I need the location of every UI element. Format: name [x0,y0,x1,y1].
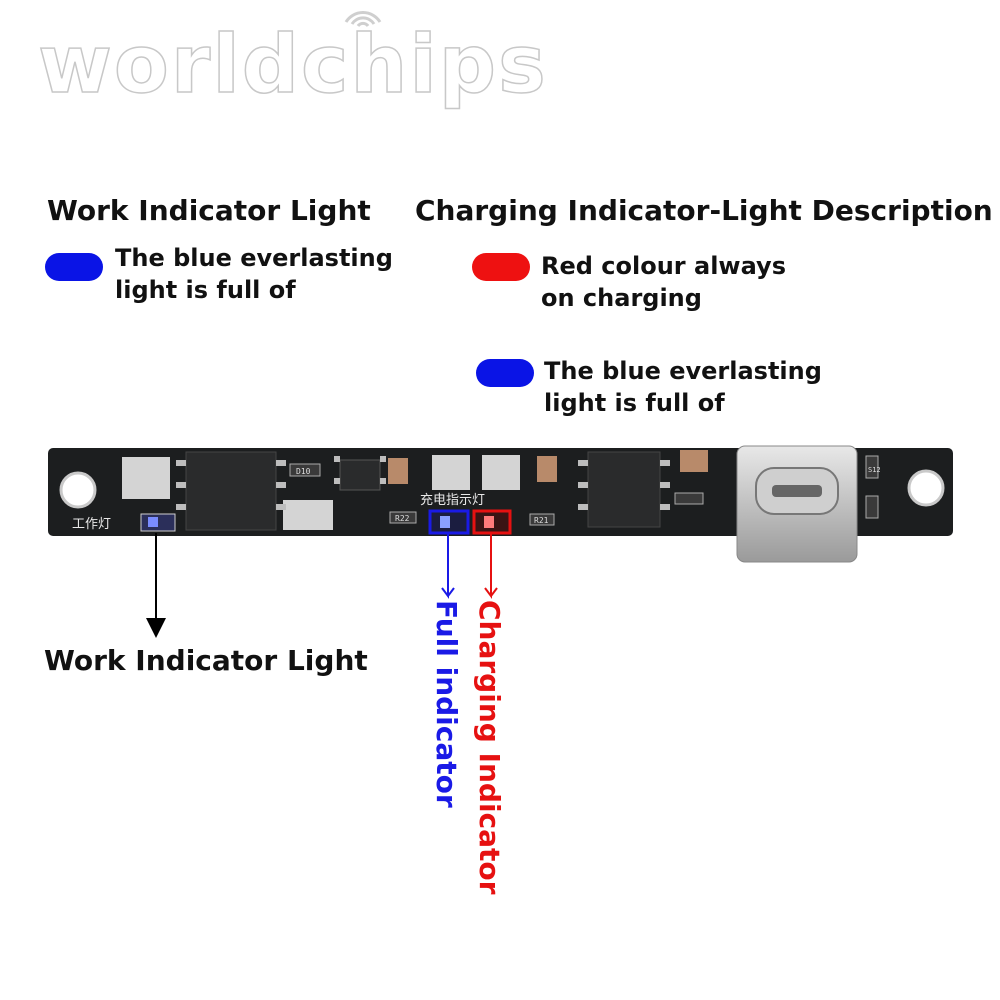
mount-hole [59,471,97,509]
solder-pad [432,455,470,490]
desc-line: The blue everlasting [544,357,822,385]
silk-code: R21 [534,516,549,525]
work-light-label: Work Indicator Light [44,644,368,677]
silk-code: R22 [395,514,410,523]
red-led-swatch [472,253,530,281]
desc-line: on charging [541,284,702,312]
desc-line: light is full of [115,276,296,304]
silk-charge-label: 充电指示灯 [420,492,485,508]
work-light-desc: The blue everlasting light is full of [115,242,393,306]
silk-code: S12 [868,466,881,474]
blue-led-swatch [45,253,103,281]
solder-pad [122,457,170,499]
desc-line: The blue everlasting [115,244,393,272]
mount-hole [907,469,945,507]
ic-chip [339,459,381,491]
ic-chip [587,451,661,528]
blue-led-desc: The blue everlasting light is full of [544,355,822,419]
capacitor [537,456,557,482]
blue-led-swatch [476,359,534,387]
work-light-title: Work Indicator Light [47,194,371,227]
wifi-icon [344,11,382,28]
capacitor [388,458,408,484]
desc-line: Red colour always [541,252,786,280]
charging-light-title: Charging Indicator-Light Description [415,194,993,227]
silk-work-label: 工作灯 [72,517,111,532]
solder-pad [283,500,333,530]
capacitor [680,450,708,472]
charging-indicator-label: Charging Indicator [473,600,506,895]
solder-pad [482,455,520,490]
silk-code: D10 [296,467,311,476]
brand-watermark: worldchips [37,17,548,112]
ic-chip [185,451,277,531]
pcb-board: 工作灯 充电指示灯 D10 R22 R21 S12 [48,445,953,563]
desc-line: light is full of [544,389,725,417]
full-indicator-label: Full indicator [430,600,463,808]
red-led-desc: Red colour always on charging [541,250,786,314]
